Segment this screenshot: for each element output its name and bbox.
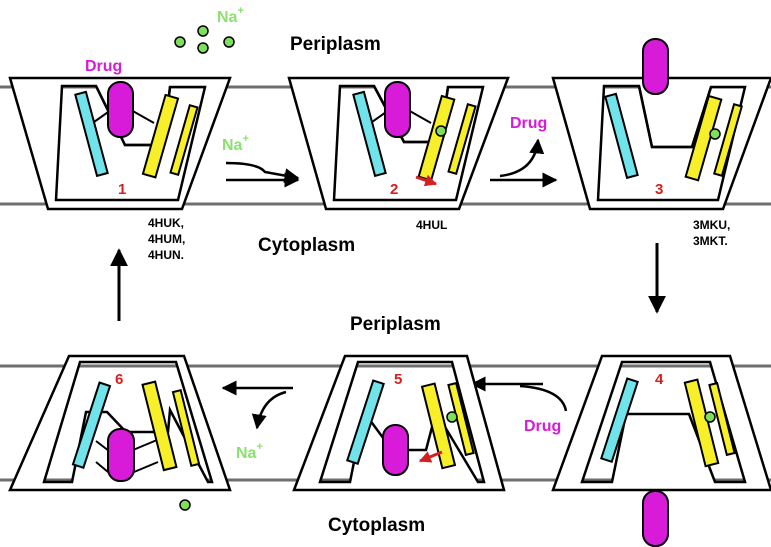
state-4-sodium bbox=[704, 411, 716, 423]
state-6-transporter bbox=[8, 354, 232, 492]
drug-label-2-3: Drug bbox=[510, 115, 547, 132]
state-2-red-arrow bbox=[415, 174, 438, 187]
cytoplasm-label-top: Cytoplasm bbox=[258, 235, 355, 256]
state-6-drug bbox=[107, 428, 135, 482]
state-4-number: 4 bbox=[655, 371, 664, 388]
state-2-sodium bbox=[435, 125, 447, 137]
pdb-4HUK: 4HUK, bbox=[148, 216, 184, 230]
state-1-helix-yellow-b bbox=[169, 104, 199, 176]
state-5-drug bbox=[382, 424, 409, 476]
state-4-transporter bbox=[551, 354, 771, 492]
state-3-sodium bbox=[709, 128, 721, 140]
state-2-helix-cyan bbox=[352, 90, 387, 178]
state-6-helix-yellow-a bbox=[141, 380, 178, 472]
state-5-helix-yellow-b bbox=[447, 381, 475, 457]
state-3-helix-yellow-a bbox=[684, 94, 723, 182]
state-3-drug-released bbox=[642, 38, 669, 95]
state-5-red-arrow bbox=[418, 450, 443, 463]
sodium-ions-periplasm bbox=[174, 25, 235, 54]
state-1-drug bbox=[107, 81, 134, 138]
state-3-transporter bbox=[551, 76, 771, 211]
state-6-helix-cyan bbox=[71, 381, 112, 470]
pdb-4HUM: 4HUM, bbox=[148, 232, 185, 246]
state-4-helix-cyan bbox=[600, 377, 639, 464]
state-4-drug-cytoplasm bbox=[642, 490, 669, 547]
drug-label-4-5: Drug bbox=[524, 418, 561, 435]
state-1-number: 1 bbox=[118, 181, 126, 198]
state-4-helix-yellow-b bbox=[708, 381, 736, 457]
state-5-sodium bbox=[446, 411, 458, 423]
sodium-ion-cytoplasm bbox=[179, 499, 191, 511]
state-5-helix-yellow-a bbox=[420, 382, 457, 470]
arrow-state4-to-state5 bbox=[470, 376, 568, 412]
drug-label-1: Drug bbox=[85, 58, 122, 75]
pdb-3MKU: 3MKU, bbox=[693, 218, 730, 232]
state-2-number: 2 bbox=[390, 181, 398, 198]
periplasm-label-bottom: Periplasm bbox=[350, 314, 441, 335]
state-3-helix-cyan bbox=[604, 92, 639, 180]
arrow-state1-to-state2 bbox=[225, 161, 300, 188]
arrow-state5-to-state6 bbox=[221, 380, 293, 430]
state-2-drug bbox=[384, 81, 411, 138]
pdb-3MKT: 3MKT. bbox=[693, 234, 728, 248]
periplasm-label-top: Periplasm bbox=[290, 34, 381, 55]
na-label-top: Na+ bbox=[217, 5, 244, 26]
state-3-pdb: 3MKU, 3MKT. bbox=[693, 218, 730, 248]
state-6-helix-yellow-b bbox=[171, 388, 201, 468]
arrow-state2-to-state3 bbox=[490, 138, 558, 188]
pdb-4HUN: 4HUN. bbox=[148, 248, 184, 262]
state-2-transporter bbox=[287, 76, 510, 211]
state-1-transporter bbox=[8, 76, 232, 211]
state-1-helix-cyan bbox=[74, 90, 109, 178]
state-5-transporter bbox=[292, 354, 506, 492]
pdb-4HUL: 4HUL bbox=[416, 218, 447, 232]
state-5-helix-cyan bbox=[346, 379, 385, 466]
state-1-helix-yellow-a bbox=[141, 93, 180, 179]
state-5-number: 5 bbox=[394, 371, 402, 388]
na-label-5-6: Na+ bbox=[236, 441, 263, 462]
state-1-pdb: 4HUK, 4HUM, 4HUN. bbox=[148, 216, 185, 262]
na-label-1-2: Na+ bbox=[222, 133, 249, 154]
cytoplasm-label-bottom: Cytoplasm bbox=[328, 515, 425, 536]
state-2-helix-yellow-b bbox=[447, 103, 477, 175]
state-6-number: 6 bbox=[115, 371, 123, 388]
state-3-helix-yellow-b bbox=[712, 103, 744, 177]
state-3-number: 3 bbox=[655, 181, 663, 198]
